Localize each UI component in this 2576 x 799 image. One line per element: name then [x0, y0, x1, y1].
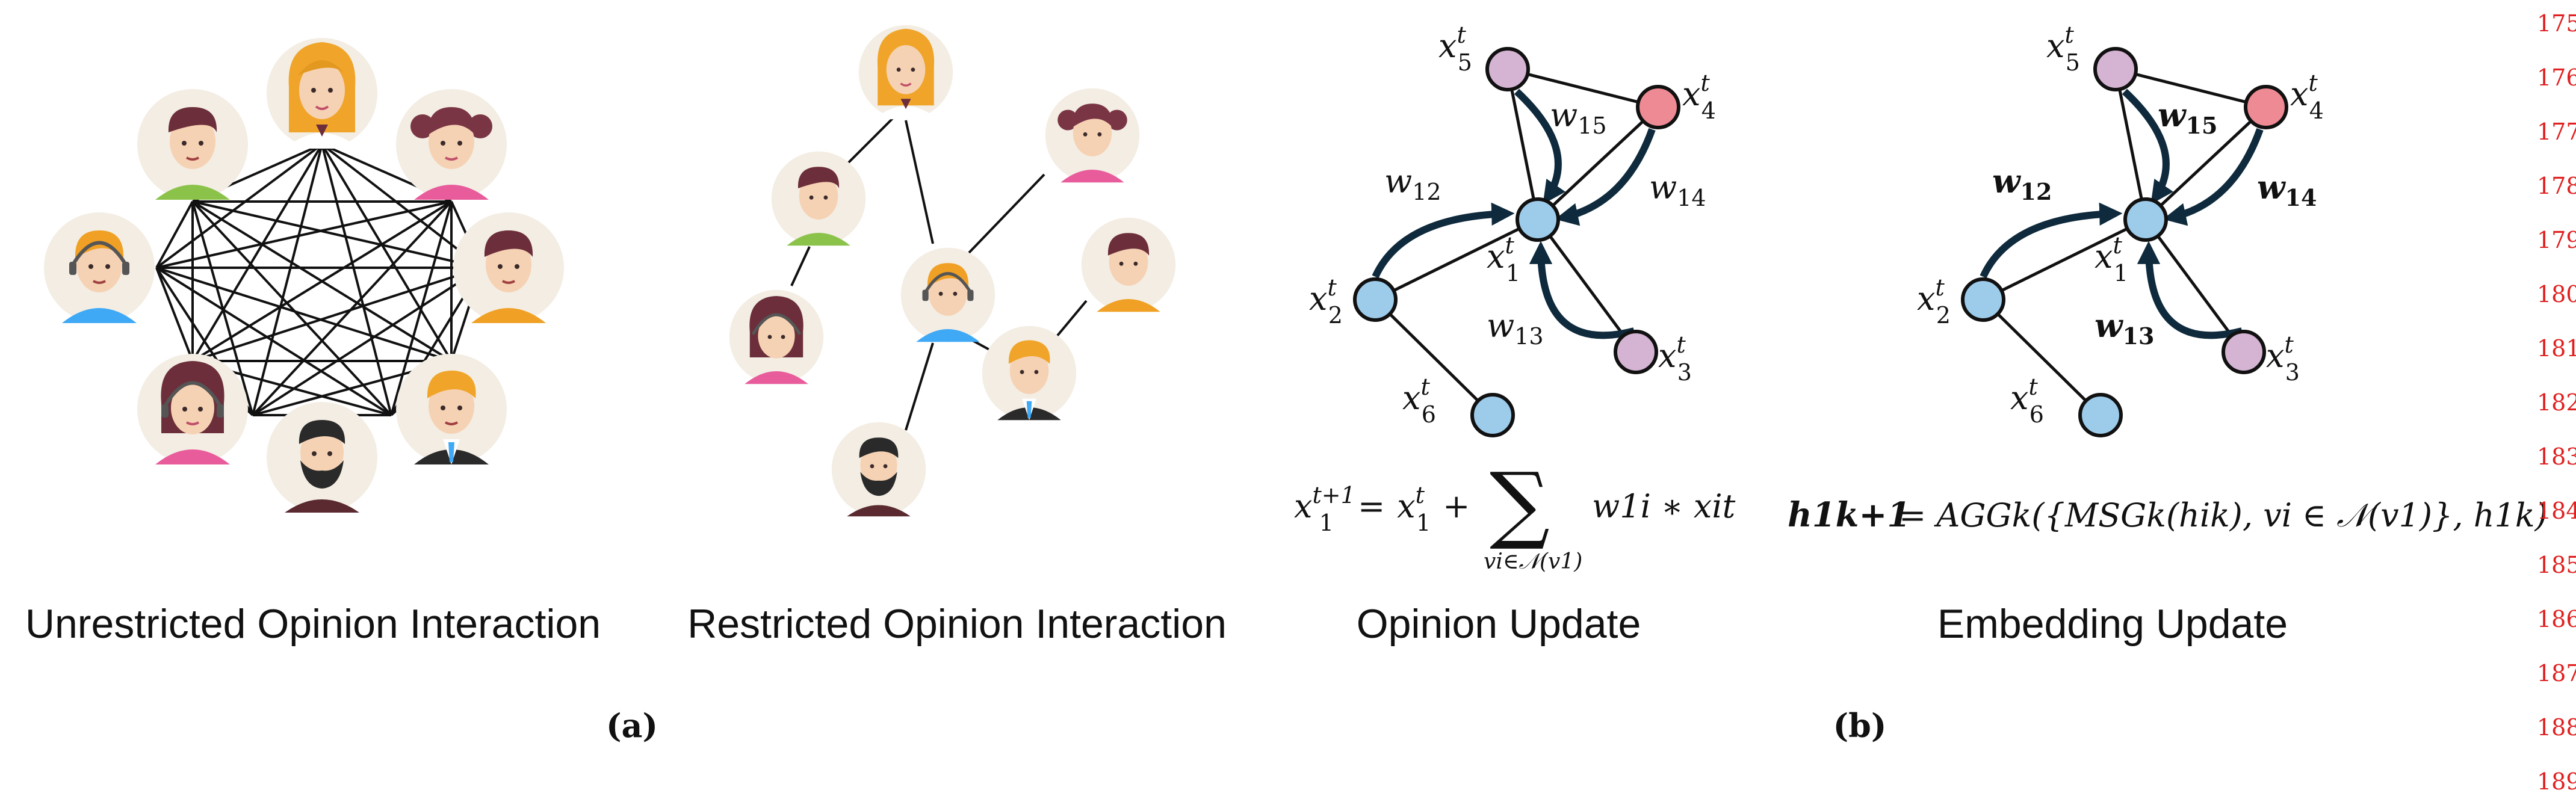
caption-b: (b) [1833, 706, 1887, 745]
line-number: 185 [2537, 552, 2576, 578]
line-number: 176 [2537, 64, 2576, 91]
line-number: 180 [2537, 281, 2576, 307]
avatar-headset-woman-r [729, 289, 824, 384]
embedding-lhs: h1k+1 [1788, 495, 1910, 535]
node-x2 [1353, 277, 1398, 322]
sum-index: vi∈𝒩(v1) [1484, 549, 1582, 574]
emb-label-w15: w15 [2158, 96, 2217, 139]
avatar-headset-woman [137, 354, 248, 464]
emb-node-x3 [2221, 330, 2266, 374]
embedding-graph-edges [1982, 67, 2267, 416]
embedding-formula: h1k+1 = AGGk({MSGk(hik), vi ∈ 𝒩(v1)}, h1… [1788, 495, 2548, 535]
avatar-headset-man [44, 212, 155, 323]
line-numbers: 175 176 177 178 179 180 181 182 183 184 185 186 187 1… [2537, 10, 2576, 795]
avatar-woman-blonde [267, 38, 377, 149]
avatar-man-orange [453, 212, 564, 323]
avatar-headset-man-r [900, 247, 995, 342]
avatar-girl-pigtails [396, 89, 507, 200]
line-number: 182 [2537, 389, 2576, 416]
label-w12: w12 [1384, 162, 1441, 205]
label-w13: w13 [1487, 307, 1544, 350]
line-number: 183 [2537, 443, 2576, 470]
avatar-man-green-r [771, 151, 866, 246]
emb-label-w12: w12 [1992, 162, 2052, 205]
title-unrestricted: Unrestricted Opinion Interaction [25, 601, 601, 647]
line-number: 179 [2537, 227, 2576, 253]
emb-node-x2 [1961, 277, 2005, 322]
label-w15: w15 [1550, 96, 1607, 139]
complete-graph-edges [155, 143, 483, 416]
avatar-girl-pigtails-r [1045, 88, 1140, 183]
node-x6 [1470, 393, 1515, 437]
summand: w1i ∗ xit [1592, 487, 1736, 525]
emb-node-x1 [2123, 197, 2168, 242]
caption-a: (a) [606, 706, 658, 745]
title-embedding-update: Embedding Update [1937, 601, 2288, 647]
avatar-bearded-man-r [831, 422, 926, 517]
unrestricted-network [155, 143, 483, 416]
node-x5 [1485, 47, 1530, 91]
avatar-man-green [137, 89, 248, 200]
line-number: 175 [2537, 10, 2576, 37]
emb-node-x4 [2244, 85, 2288, 129]
line-number: 188 [2537, 714, 2576, 741]
avatar-bearded-man [267, 402, 377, 513]
sum-symbol: ∑ [1490, 455, 1550, 553]
emb-node-x5 [2093, 47, 2138, 91]
avatar-businessman-r [982, 325, 1077, 421]
avatar-woman-blonde-r [858, 25, 953, 120]
line-number: 184 [2537, 498, 2576, 524]
line-number: 178 [2537, 173, 2576, 199]
node-x1 [1516, 197, 1560, 242]
emb-node-x6 [2078, 393, 2123, 437]
emb-label-w13: w13 [2095, 306, 2154, 350]
line-number: 187 [2537, 660, 2576, 686]
opinion-graph-edges [1374, 67, 1659, 416]
line-number: 186 [2537, 606, 2576, 632]
svg-text:xt+11=xt1+: xt+11=xt1+ [1294, 482, 1470, 536]
emb-label-w14: w14 [2257, 168, 2317, 211]
embedding-rhs: = AGGk({MSGk(hik), vi ∈ 𝒩(v1)}, h1k) [1899, 496, 2548, 534]
opinion-graph-arrows [1372, 88, 1656, 339]
label-w14: w14 [1649, 168, 1706, 211]
avatar-man-orange-r [1081, 217, 1176, 312]
line-number: 177 [2537, 119, 2576, 145]
line-number: 181 [2537, 335, 2576, 362]
line-number: 189 [2537, 768, 2576, 795]
title-opinion-update: Opinion Update [1357, 601, 1641, 647]
node-x3 [1614, 330, 1658, 374]
embedding-graph-arrows [1980, 88, 2264, 339]
avatar-businessman [396, 354, 507, 464]
title-restricted: Restricted Opinion Interaction [687, 601, 1227, 647]
node-x4 [1636, 85, 1680, 129]
